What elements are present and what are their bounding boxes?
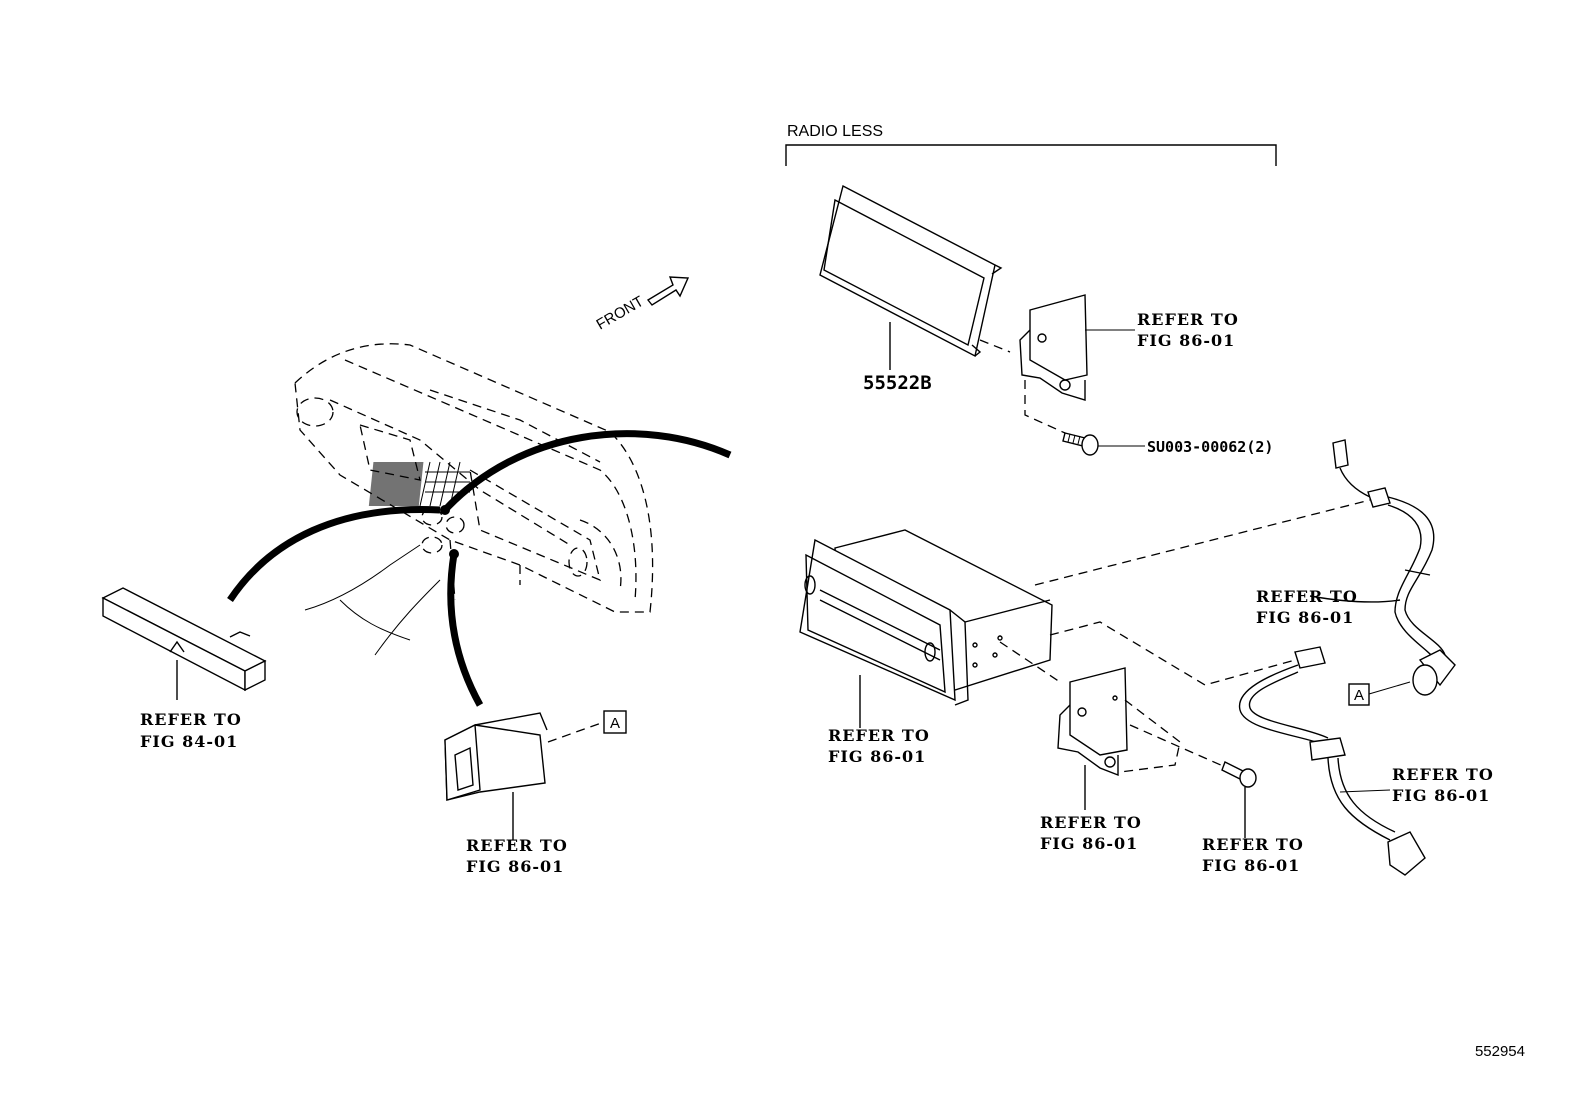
radio-receiver-part: REFER TO FIG 86-01	[799, 499, 1371, 766]
lower-bracket-part: REFER TO FIG 86-01	[999, 641, 1233, 853]
lower-screw-part: REFER TO FIG 86-01	[1202, 761, 1304, 875]
cable-part: REFER TO FIG 86-01	[1238, 646, 1494, 876]
connector-a-left: A	[610, 715, 620, 732]
clock-ref-line1: REFER TO	[466, 836, 568, 855]
cable-ref-line1: REFER TO	[1392, 765, 1494, 784]
switch-part: REFER TO FIG 84-01	[101, 587, 267, 751]
display-panel-part: 55522B	[819, 184, 1003, 394]
radio-ref-line1: REFER TO	[828, 726, 930, 745]
screw-part: SU003-00062(2)	[1062, 432, 1273, 456]
lower-screw-ref-line2: FIG 86-01	[1202, 856, 1300, 875]
front-label: FRONT	[594, 293, 647, 334]
diagram-number: 552954	[1475, 1043, 1525, 1060]
upper-bracket-part: REFER TO FIG 86-01	[979, 294, 1239, 434]
switch-ref-line2: FIG 84-01	[140, 732, 238, 751]
front-arrow-group: FRONT	[594, 276, 690, 334]
connector-a-right: A	[1354, 687, 1364, 704]
connector-a-box-left	[603, 710, 627, 734]
radio-less-group: RADIO LESS	[785, 123, 1277, 166]
upper-bracket-ref-line1: REFER TO	[1137, 310, 1239, 329]
clock-unit: A REFER TO FIG 86-01	[444, 710, 627, 876]
radio-less-label: RADIO LESS	[787, 123, 883, 140]
clock-ref-line2: FIG 86-01	[466, 857, 564, 876]
front-arrow-icon	[646, 276, 690, 306]
harness-ref-line2: FIG 86-01	[1256, 608, 1354, 627]
leader-curves	[227, 430, 732, 707]
antenna-harness-part: REFER TO FIG 86-01 A	[1256, 439, 1456, 706]
harness-ref-line1: REFER TO	[1256, 587, 1358, 606]
dashboard-overview	[294, 343, 654, 656]
connector-a-box-right	[1348, 683, 1370, 706]
screw-part-number: SU003-00062(2)	[1147, 438, 1273, 456]
cable-ref-line2: FIG 86-01	[1392, 786, 1490, 805]
lower-screw-ref-line1: REFER TO	[1202, 835, 1304, 854]
upper-bracket-ref-line2: FIG 86-01	[1137, 331, 1235, 350]
radio-ref-line2: FIG 86-01	[828, 747, 926, 766]
lower-bracket-ref-line1: REFER TO	[1040, 813, 1142, 832]
lower-bracket-ref-line2: FIG 86-01	[1040, 834, 1138, 853]
switch-ref-line1: REFER TO	[140, 710, 242, 729]
radio-less-bracket	[785, 144, 1277, 166]
display-panel-part-number: 55522B	[863, 372, 932, 394]
vent-grille	[368, 462, 424, 506]
